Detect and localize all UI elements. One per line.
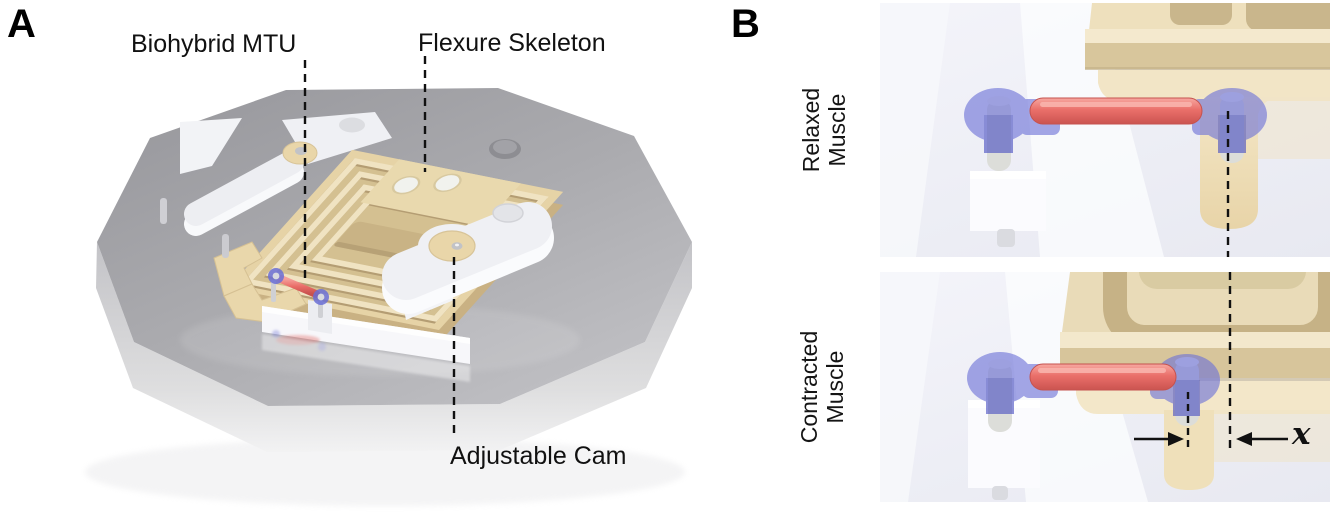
muscle-rod xyxy=(277,275,320,298)
plate-hole-inner xyxy=(493,140,517,154)
tendon-right xyxy=(1192,88,1267,153)
flexure-slot-core xyxy=(1139,272,1306,289)
flexure-wall-shadow xyxy=(1085,67,1330,70)
muscle-rod-highlight xyxy=(1038,368,1166,373)
arm-end-hole xyxy=(492,203,524,223)
label-biohybrid-mtu: Biohybrid MTU xyxy=(131,30,297,58)
bracket-pin xyxy=(222,234,229,258)
left-arm-post-pin xyxy=(160,198,167,224)
tendon-collar-right xyxy=(1218,115,1246,153)
left-arm-beam xyxy=(184,150,304,226)
displacement-x-label: x xyxy=(1292,416,1311,452)
label-flexure-skeleton: Flexure Skeleton xyxy=(418,29,606,57)
flexure-corner xyxy=(1085,3,1330,229)
anchor-block-stub xyxy=(992,486,1008,500)
relaxed-line2: Muscle xyxy=(823,93,850,167)
tendon-collar-left xyxy=(986,378,1014,414)
tendon-collar-right xyxy=(1173,380,1200,416)
arrow-right-icon xyxy=(1168,432,1184,446)
base-plate-side xyxy=(96,242,692,452)
plate-floor-reflection xyxy=(85,438,685,506)
flexure-recess-shadow xyxy=(334,241,413,261)
background-beam xyxy=(1020,3,1164,257)
panel-a-illustration xyxy=(85,56,692,506)
relaxed-panel xyxy=(880,3,1330,257)
panel-a: A Biohybrid MTU Flexure Skeleton Adjusta… xyxy=(7,2,692,506)
flexure-band-light xyxy=(1085,29,1330,43)
muscle-pin-left xyxy=(271,280,276,302)
muscle-rod-highlight xyxy=(1040,102,1192,107)
anchor-post-tan xyxy=(1164,410,1214,490)
flexure-hole-left xyxy=(391,175,421,195)
relaxed-line1: Relaxed xyxy=(798,87,824,173)
flexure-front-wall xyxy=(1098,70,1330,101)
contracted-line2: Muscle xyxy=(821,350,848,424)
right-lever-arm xyxy=(262,202,554,364)
left-lever-arm xyxy=(160,112,392,236)
left-arm-hole xyxy=(339,117,365,133)
left-arm-rear-slab xyxy=(180,118,242,174)
anchor-block-white xyxy=(970,171,1046,231)
background-beam-2 xyxy=(880,3,950,257)
flexure-hole-right xyxy=(433,173,462,193)
label-relaxed-muscle: Relaxed Muscle xyxy=(798,30,855,230)
biohybrid-mtu-muscle xyxy=(262,268,470,382)
panel-b-tag: B xyxy=(731,2,760,46)
contracted-panel xyxy=(880,272,1330,502)
background-beam-2 xyxy=(880,272,940,502)
flexure-band-light xyxy=(1060,332,1330,348)
anchor-block-top xyxy=(970,171,1046,179)
bar-reflection xyxy=(262,334,470,382)
contracted-render xyxy=(880,272,1330,502)
flexure-shelf xyxy=(1214,410,1330,462)
muscle-rod xyxy=(1029,97,1203,125)
flexure-band-dark xyxy=(1085,43,1330,69)
contracted-line1: Contracted xyxy=(796,330,822,444)
anchor-block-stub xyxy=(997,229,1015,247)
flexure-shelf xyxy=(1258,97,1330,159)
muscle-rod xyxy=(1029,363,1177,391)
label-adjustable-cam: Adjustable Cam xyxy=(450,442,627,470)
tendon-ring-left-pin xyxy=(272,272,280,280)
cam-pin-highlight xyxy=(455,243,459,247)
relaxed-render xyxy=(880,3,1330,257)
flexure-slot-2 xyxy=(1246,3,1330,31)
arrow-left-icon xyxy=(1236,432,1252,446)
flexure-slot-1 xyxy=(1170,3,1232,25)
tendon-collar-left xyxy=(984,115,1013,153)
label-contracted-muscle: Contracted Muscle xyxy=(796,287,853,487)
flexure-platform xyxy=(360,159,521,227)
tendon-ring-right-pin xyxy=(317,293,325,301)
panel-a-tag: A xyxy=(7,2,36,46)
